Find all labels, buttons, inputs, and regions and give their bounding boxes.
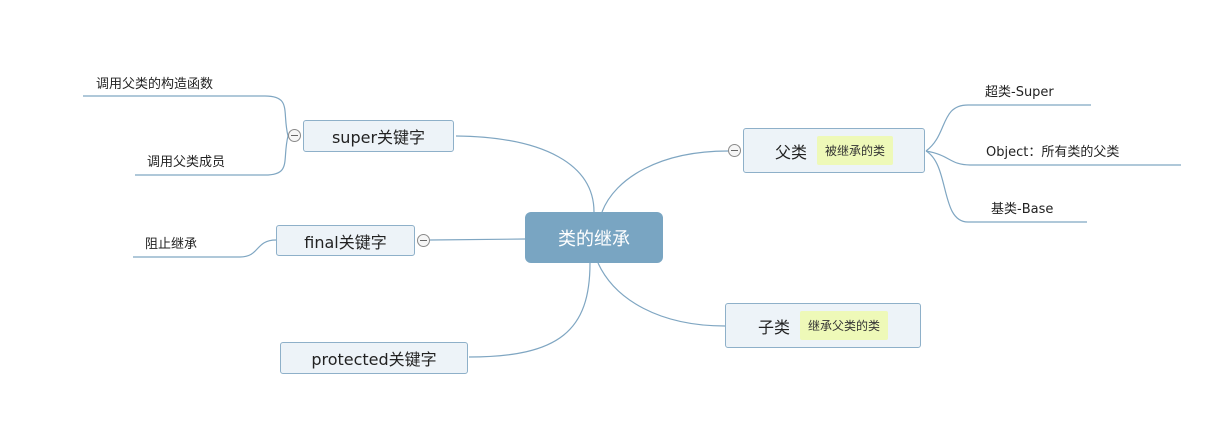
note-child: 继承父类的类 [800,311,889,340]
collapse-final-icon[interactable] [417,234,430,247]
collapse-parent-icon[interactable] [728,144,741,157]
edge-super-members [135,135,289,176]
subtopic-super-constructor[interactable]: 调用父类的构造函数 [96,77,214,92]
edge-central-final [429,238,526,241]
edge-final-prevent [133,239,277,258]
topic-child-class[interactable]: 子类 继承父类的类 [725,303,921,348]
topic-parent-class[interactable]: 父类 被继承的类 [743,128,925,173]
subtopic-final-prevent[interactable]: 阻止继承 [145,237,198,252]
central-topic[interactable]: 类的继承 [525,212,663,263]
edge-central-super [455,135,595,213]
subtopic-parent-super[interactable]: 超类-Super [985,85,1054,100]
edge-parent-super [925,104,1091,152]
collapse-super-icon[interactable] [288,129,301,142]
subtopic-parent-object[interactable]: Object：所有类的父类 [986,145,1120,160]
topic-child-label: 子类 [757,317,790,337]
topic-protected-label: protected关键字 [311,350,437,369]
note-parent: 被继承的类 [817,136,894,165]
edge-parent-base [925,150,1087,223]
edge-central-parent [601,150,729,213]
subtopic-parent-base[interactable]: 基类-Base [991,202,1054,217]
edge-super-constructor [83,95,289,137]
topic-super-label: super关键字 [331,128,426,147]
edge-central-child [597,262,726,327]
topic-final-keyword[interactable]: final关键字 [276,225,415,256]
topic-super-keyword[interactable]: super关键字 [303,120,454,152]
topic-parent-label: 父类 [774,142,807,162]
subtopic-super-members[interactable]: 调用父类成员 [147,155,226,170]
edge-parent-object [925,150,1181,166]
edge-central-protected [468,262,591,358]
central-topic-label: 类的继承 [558,228,630,250]
topic-protected-keyword[interactable]: protected关键字 [280,342,468,374]
topic-final-label: final关键字 [304,232,387,252]
